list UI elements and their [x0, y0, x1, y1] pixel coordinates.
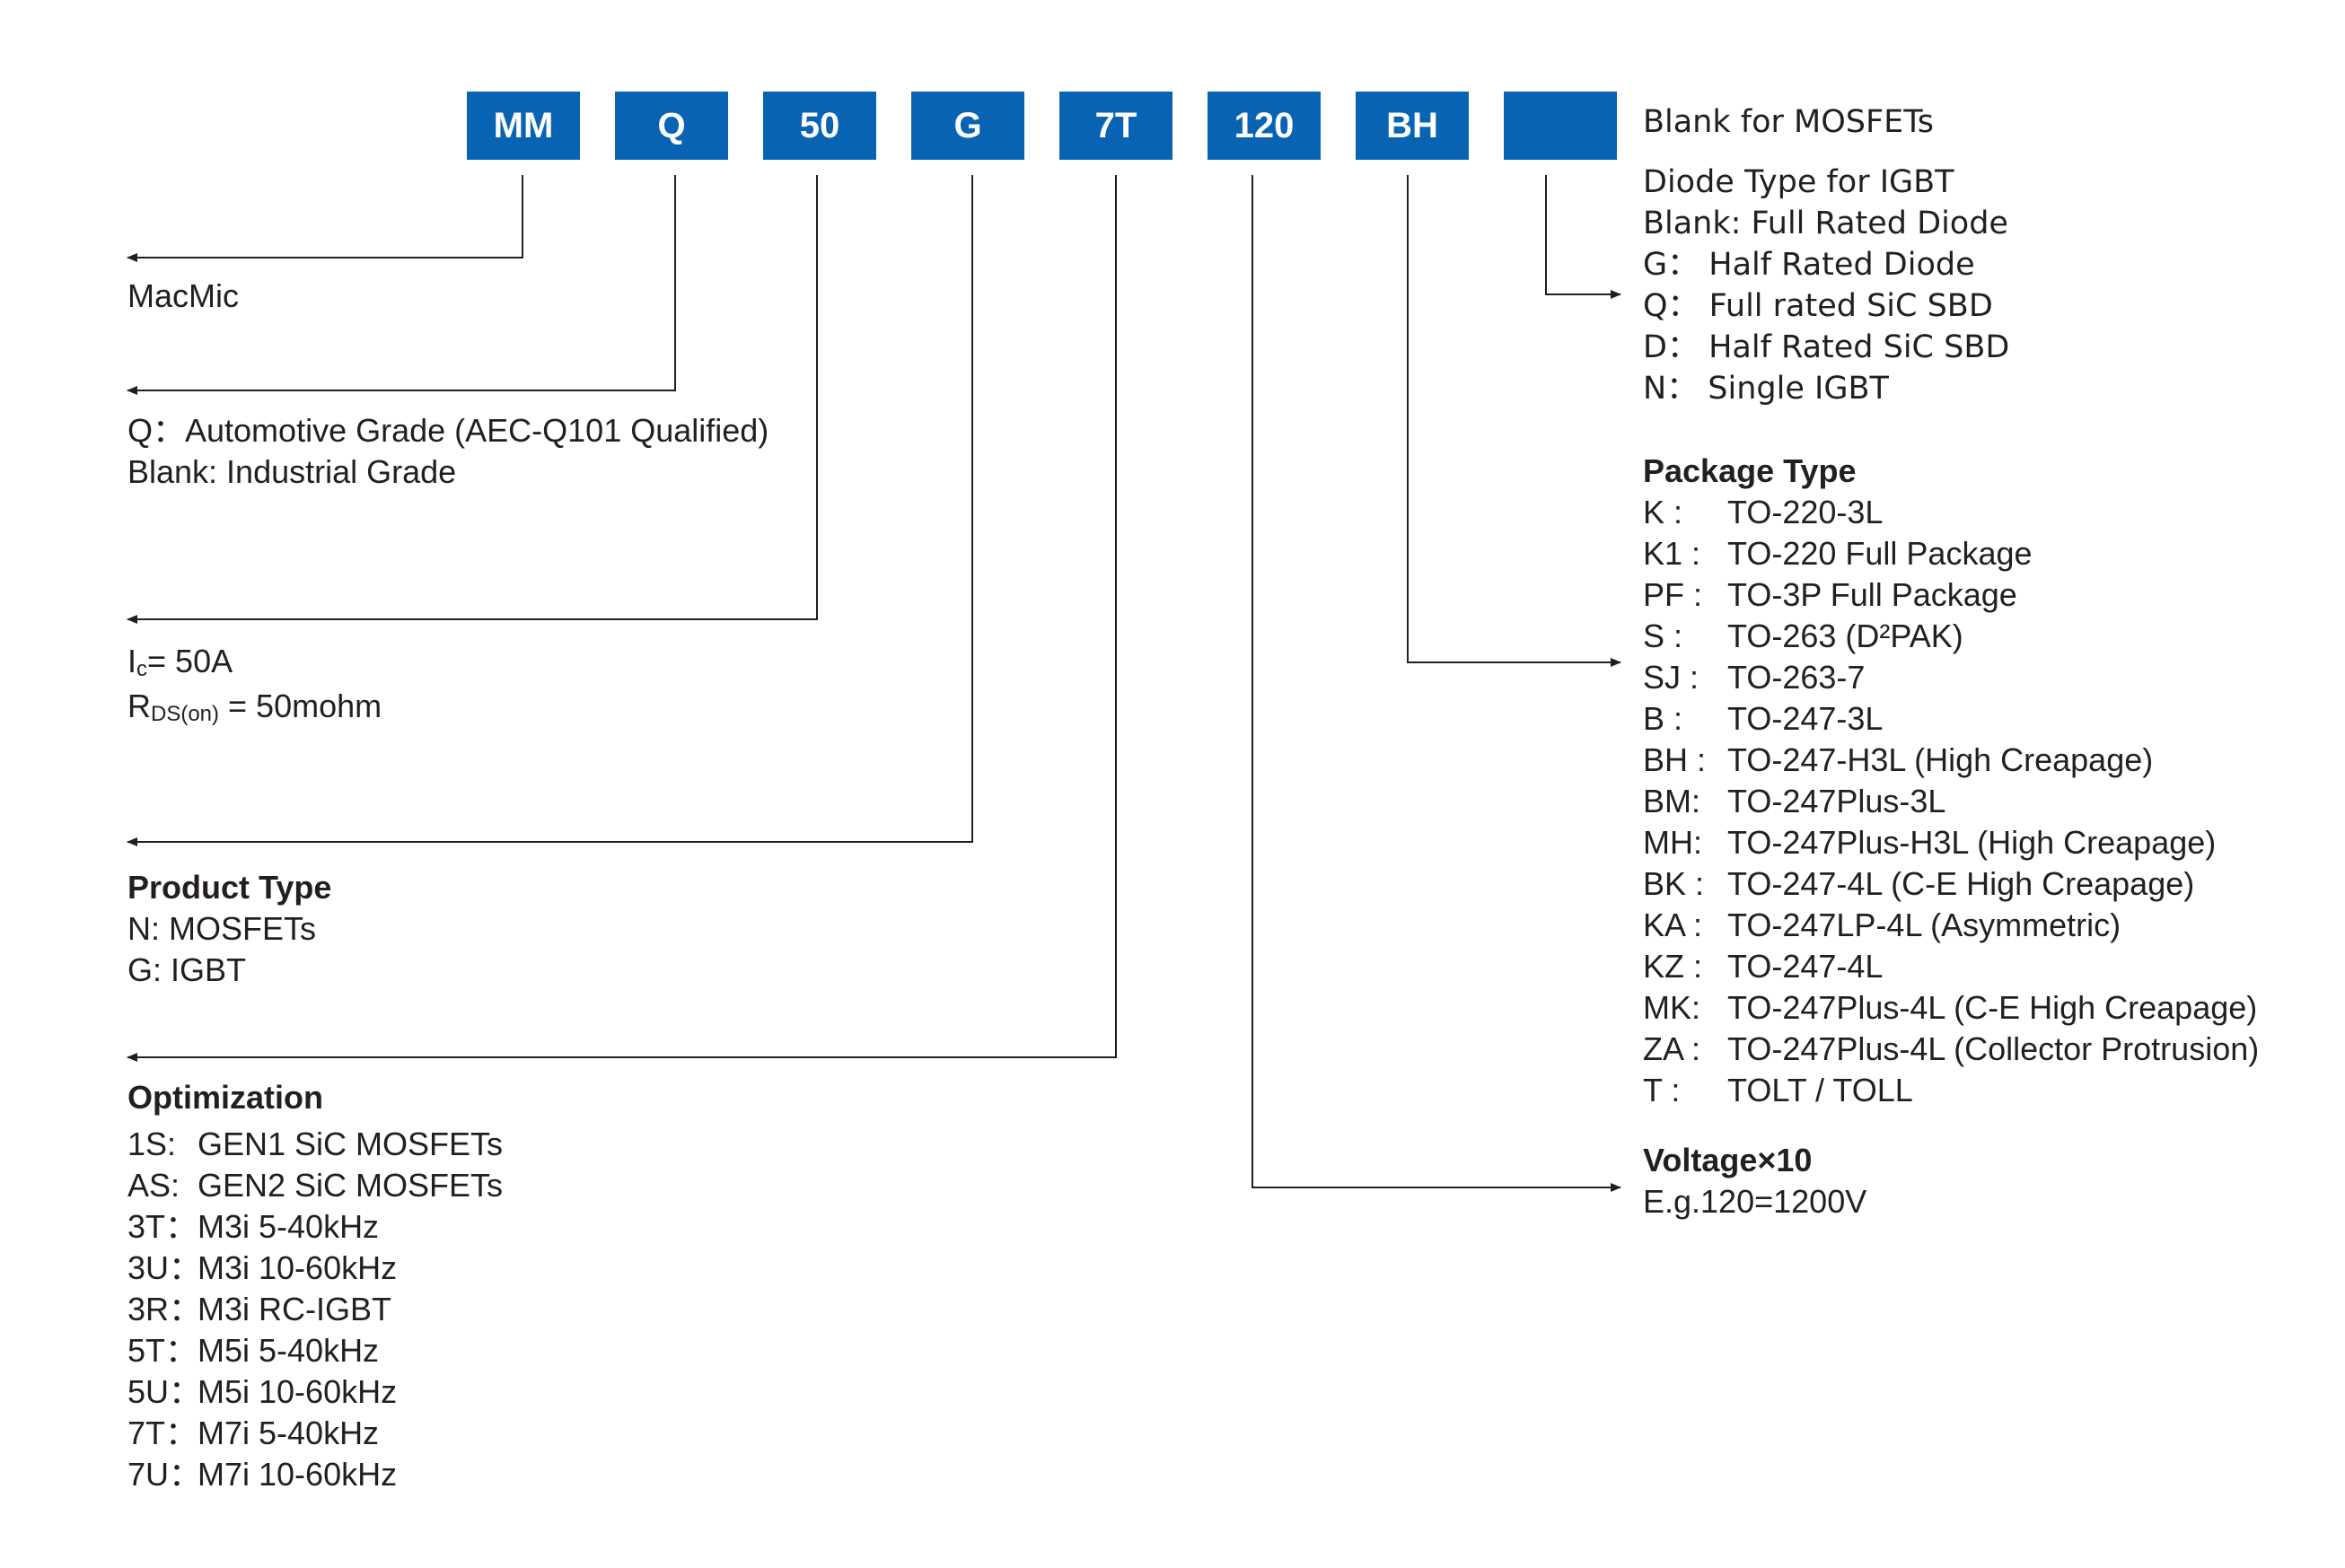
- product-type-item: G: IGBT: [127, 951, 247, 988]
- connector-g: [127, 175, 973, 846]
- voltage-example: E.g.120=1200V: [1643, 1183, 1867, 1220]
- diode-type-item: G： Half Rated Diode: [1643, 247, 1975, 283]
- code-box-q: Q: [615, 92, 728, 160]
- product-type-title: Product Type: [127, 869, 332, 906]
- package-type-item: BH :TO-247-H3L (High Creapage): [1643, 741, 2154, 778]
- connector-7t: [127, 175, 1117, 1062]
- diode-type-item: Q： Full rated SiC SBD: [1643, 288, 1993, 324]
- macmic-label: MacMic: [127, 277, 239, 314]
- code-box-mm: MM: [467, 92, 580, 160]
- code-box-blank: [1504, 92, 1617, 160]
- rds-on-rating: RDS(on) = 50mohm: [127, 688, 382, 726]
- connector-mm: [127, 175, 523, 262]
- package-type-item: MH:TO-247Plus-H3L (High Creapage): [1643, 824, 2217, 861]
- connector-bh: [1407, 175, 1621, 667]
- optimization-item: 5T：M5i 5-40kHz: [127, 1332, 380, 1369]
- package-type-item: T :TOLT / TOLL: [1643, 1072, 1913, 1108]
- package-type-item: SJ :TO-263-7: [1643, 659, 1866, 696]
- diode-type-item: Blank: Full Rated Diode: [1643, 206, 2008, 241]
- package-type-item: MK:TO-247Plus-4L (C-E High Creapage): [1643, 989, 2258, 1026]
- diode-type-item: D： Half Rated SiC SBD: [1643, 329, 2010, 365]
- optimization-item: 3T：M3i 5-40kHz: [127, 1208, 380, 1245]
- package-type-item: K :TO-220-3L: [1643, 494, 1884, 530]
- optimization-item: 3U：M3i 10-60kHz: [127, 1249, 398, 1286]
- current-rating: Ic= 50A: [127, 643, 233, 681]
- package-type-item: K1 :TO-220 Full Package: [1643, 535, 2033, 572]
- package-type-item: KA :TO-247LP-4L (Asymmetric): [1643, 907, 2121, 943]
- connector-q: [127, 175, 676, 395]
- code-box-bh: BH: [1356, 92, 1469, 160]
- code-box-120: 120: [1208, 92, 1321, 160]
- code-box-g: G: [911, 92, 1024, 160]
- code-box-7t: 7T: [1059, 92, 1172, 160]
- package-type-item: PF :TO-3P Full Package: [1643, 576, 2017, 613]
- optimization-title: Optimization: [127, 1079, 323, 1116]
- optimization-item: 3R：M3i RC-IGBT: [127, 1291, 391, 1327]
- optimization-item: 7U：M7i 10-60kHz: [127, 1456, 398, 1493]
- package-type-item: B :TO-247-3L: [1643, 700, 1884, 737]
- optimization-item: AS:GEN2 SiC MOSFETs: [127, 1167, 504, 1204]
- package-type-item: KZ :TO-247-4L: [1643, 948, 1884, 985]
- connector-blank: [1545, 175, 1621, 299]
- connector-50: [127, 175, 818, 624]
- optimization-item: 1S:GEN1 SiC MOSFETs: [127, 1126, 504, 1162]
- package-type-item: ZA :TO-247Plus-4L (Collector Protrusion): [1643, 1030, 2260, 1067]
- voltage-title: Voltage×10: [1643, 1142, 1813, 1178]
- code-box-50: 50: [763, 92, 876, 160]
- optimization-item: 7T：M7i 5-40kHz: [127, 1415, 380, 1451]
- connector-120: [1252, 175, 1621, 1192]
- diode-type-item: N： Single IGBT: [1643, 371, 1889, 407]
- package-type-item: BM:TO-247Plus-3L: [1643, 783, 1946, 819]
- grade-line-2: Blank: Industrial Grade: [127, 453, 457, 490]
- grade-line-1: Q：Automotive Grade (AEC-Q101 Qualified): [127, 412, 769, 449]
- optimization-item: 5U：M5i 10-60kHz: [127, 1373, 398, 1410]
- package-type-title: Package Type: [1643, 452, 1857, 489]
- diode-type-title: Diode Type for IGBT: [1643, 164, 1954, 200]
- blank-mosfets-label: Blank for MOSFETs: [1643, 104, 1935, 140]
- product-type-item: N: MOSFETs: [127, 910, 317, 947]
- package-type-item: BK :TO-247-4L (C-E High Creapage): [1643, 865, 2195, 902]
- package-type-item: S :TO-263 (D²PAK): [1643, 618, 1963, 654]
